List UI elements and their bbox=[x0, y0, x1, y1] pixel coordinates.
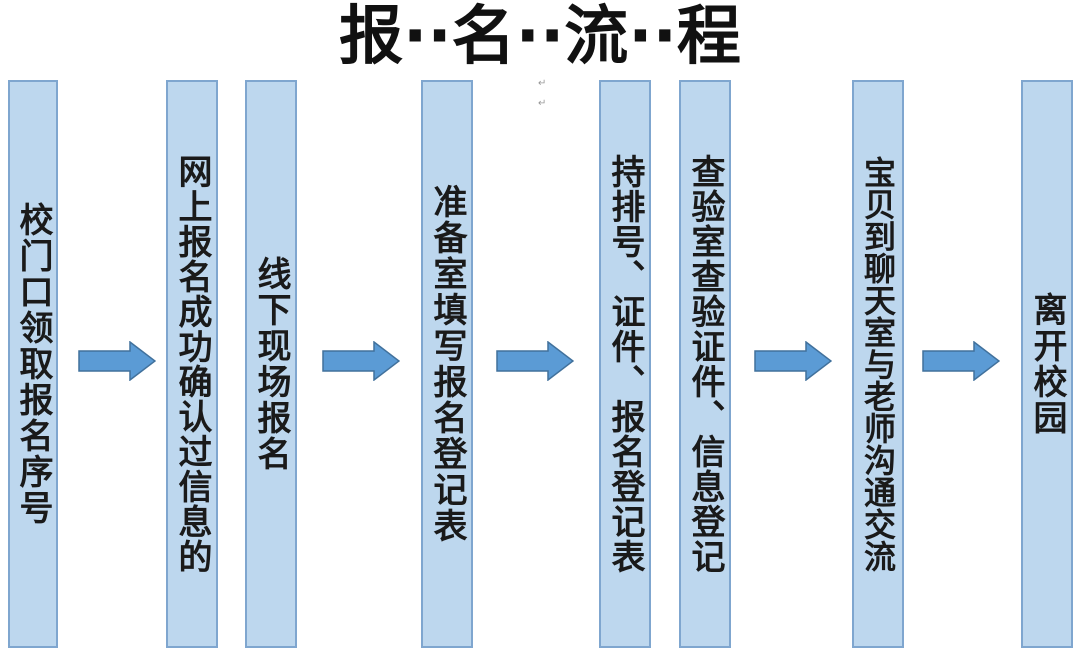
step-label-4: 准备室填写报名登记表 bbox=[427, 184, 467, 544]
step-box-2: 网上报名成功确认过信息的 bbox=[166, 80, 218, 648]
paragraph-mark-icon: ↵ bbox=[538, 98, 547, 109]
step-box-3: 线下现场报名 bbox=[245, 80, 297, 648]
step-label-3: 线下现场报名 bbox=[251, 256, 291, 472]
arrow-right-icon bbox=[78, 341, 156, 381]
paragraph-mark-icon: ↵ bbox=[538, 78, 547, 89]
step-box-6: 查验室查验证件、信息登记 bbox=[679, 80, 731, 648]
step-box-4: 准备室填写报名登记表 bbox=[421, 80, 473, 648]
arrow-right-icon bbox=[496, 341, 574, 381]
step-box-7: 宝贝到聊天室与老师沟通交流 bbox=[852, 80, 904, 648]
step-label-8: 离开校园 bbox=[1027, 292, 1067, 436]
step-label-6: 查验室查验证件、信息登记 bbox=[685, 154, 725, 574]
diagram-title: 报··名··流··程 bbox=[339, 0, 741, 74]
step-label-7: 宝贝到聊天室与老师沟通交流 bbox=[859, 156, 897, 572]
step-label-5: 持排号、证件、报名登记表 bbox=[605, 154, 645, 574]
arrow-right-icon bbox=[322, 341, 400, 381]
step-box-8: 离开校园 bbox=[1021, 80, 1073, 648]
step-box-5: 持排号、证件、报名登记表 bbox=[599, 80, 651, 648]
step-label-2: 网上报名成功确认过信息的 bbox=[172, 154, 212, 574]
arrow-right-icon bbox=[922, 341, 1000, 381]
step-label-1: 校门口领取报名序号 bbox=[13, 202, 53, 526]
step-box-1: 校门口领取报名序号 bbox=[8, 80, 58, 648]
arrow-right-icon bbox=[754, 341, 832, 381]
